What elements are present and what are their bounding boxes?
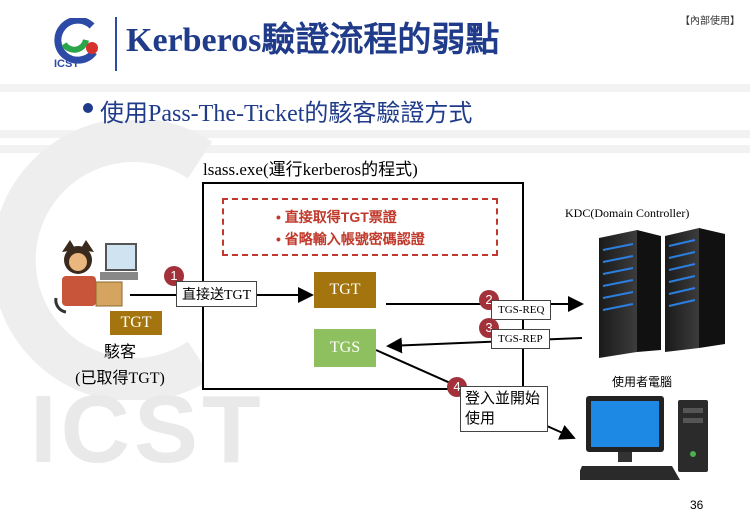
bullet-icon [83, 103, 93, 113]
lsass-notes-box: • 直接取得TGT票證 • 省略輸入帳號密碼認證 [222, 198, 498, 256]
subtitle: 使用Pass-The-Ticket的駭客驗證方式 [100, 101, 473, 127]
page-title: Kerberos驗證流程的弱點 [126, 22, 500, 59]
internal-use-tag: 【內部使用】 [680, 16, 740, 27]
watermark-logo-shape [0, 120, 213, 400]
server-icon [599, 228, 725, 358]
note-item: • 省略輸入帳號密碼認證 [276, 231, 425, 247]
user-computer-label: 使用者電腦 [612, 375, 673, 389]
arrow-tgs-rep [386, 337, 583, 354]
logo-text: ICST [54, 58, 80, 70]
computer-icon [580, 396, 708, 480]
tgs-req-label: TGS-REQ [491, 300, 552, 320]
note-item: • 直接取得TGT票證 [276, 209, 397, 225]
tgs-ticket: TGS [314, 329, 376, 367]
icst-logo-icon [54, 18, 98, 64]
hacker-tgt-badge: TGT [110, 311, 162, 335]
title-divider [115, 17, 117, 71]
kdc-label: KDC(Domain Controller) [565, 206, 690, 220]
tgs-rep-label: TGS-REP [491, 329, 550, 349]
page-number: 36 [690, 498, 704, 512]
step-1-label: 直接送TGT [176, 281, 258, 307]
login-label: 登入並開始使用 [460, 386, 548, 432]
lsass-label: lsass.exe(運行kerberos的程式) [203, 160, 418, 179]
hacker-label: 駭客 (已取得TGT) [75, 344, 165, 387]
hacker-icon [54, 240, 138, 314]
tgt-ticket: TGT [314, 272, 376, 308]
watermark-text: ICST [30, 376, 265, 483]
